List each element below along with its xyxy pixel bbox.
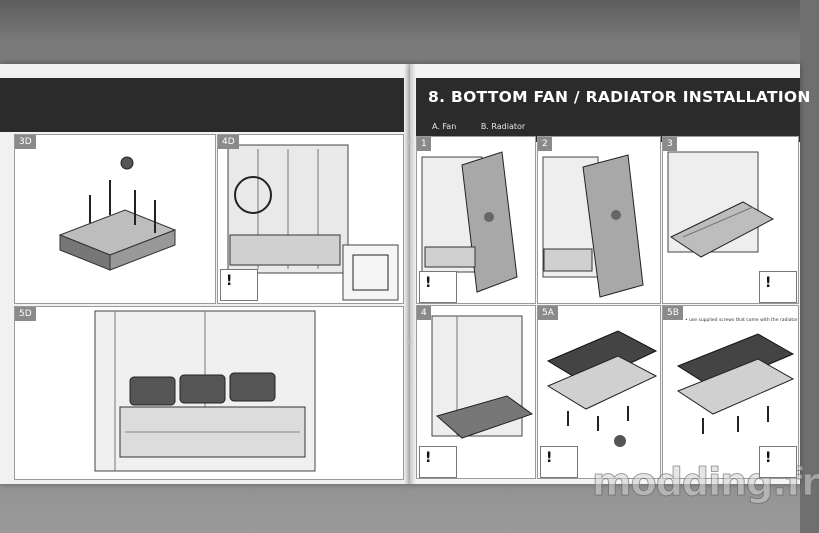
step-4-panel: 4 ! (416, 305, 536, 479)
section-subtabs: A. Fan B. Radiator (432, 122, 547, 131)
warning-box: ! (419, 446, 457, 478)
warning-box: ! (759, 271, 797, 303)
warning-icon: ! (226, 273, 233, 289)
step-label: 2 (538, 137, 552, 151)
warning-icon: ! (765, 450, 772, 466)
radiator-mount-illustration (676, 333, 795, 434)
step-2-panel: 2 (537, 136, 661, 304)
warning-box: ! (419, 271, 457, 303)
bracket-illustration (421, 151, 518, 293)
step-5a-panel: 5A ! (537, 305, 661, 479)
staple-hole (407, 140, 411, 144)
subtab-fan: A. Fan (432, 122, 457, 131)
step-3d-panel: 3D (14, 134, 216, 304)
bracket-removal-illustration (542, 154, 644, 298)
step-label: 4 (417, 306, 431, 320)
step-3-panel: 3 ! (662, 136, 799, 304)
step-5b-note: • use supplied screws that come with the… (685, 318, 798, 323)
book-gutter (404, 64, 416, 484)
left-header-bar (0, 78, 404, 132)
tray-illustration (667, 151, 775, 258)
step-label: 5D (15, 307, 36, 321)
warning-icon: ! (425, 450, 432, 466)
case-illustration (227, 144, 399, 301)
fan-mount-illustration (546, 330, 658, 447)
step-label: 1 (417, 137, 431, 151)
step-5d-panel: 5D (14, 306, 404, 480)
step-1-panel: 1 ! (416, 136, 536, 304)
staple-hole (407, 340, 411, 344)
section-title: 8. BOTTOM FAN / RADIATOR INSTALLATION (428, 88, 811, 106)
subtab-radiator: B. Radiator (480, 122, 526, 131)
step-label: 3 (663, 137, 677, 151)
warning-icon: ! (546, 450, 553, 466)
drive-illustration (58, 156, 177, 271)
warning-icon: ! (765, 275, 772, 291)
warning-box: ! (759, 446, 797, 478)
step-label: 4D (218, 135, 239, 149)
step-label: 5A (538, 306, 558, 320)
step-label: 5B (663, 306, 683, 320)
case-tray-illustration (431, 315, 534, 439)
step-label: 3D (15, 135, 36, 149)
warning-box: ! (220, 269, 258, 301)
step-4d-panel: 4D ! (217, 134, 404, 304)
warning-icon: ! (425, 275, 432, 291)
case-drive-cage-illustration (94, 310, 316, 472)
step-5b-panel: 5B • use supplied screws that come with … (662, 305, 799, 479)
right-header-bar (416, 78, 800, 142)
warning-box: ! (540, 446, 578, 478)
